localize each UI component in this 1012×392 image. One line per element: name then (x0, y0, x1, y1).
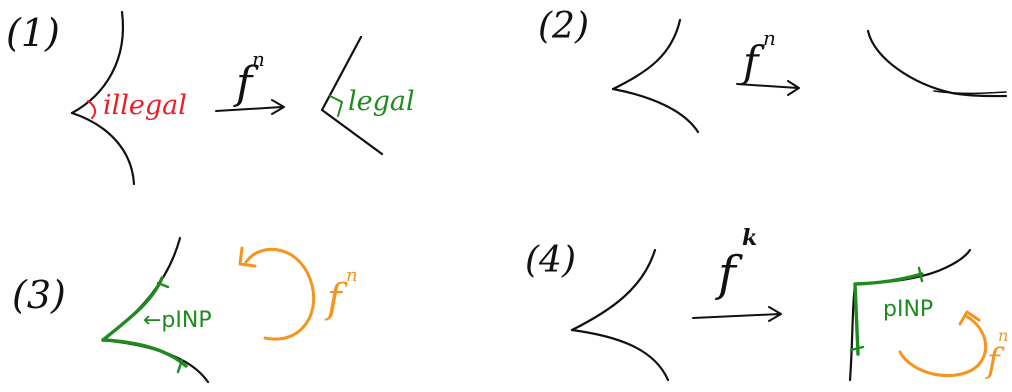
panel-3-green-tick-lower (176, 358, 184, 374)
panel-3-green-arc-upper (101, 276, 164, 342)
panel-2-cusp-lower-branch (611, 87, 700, 134)
panel-4-green-tick-top (917, 266, 924, 283)
panel-3-orange-loop-arrow (244, 247, 316, 341)
panel-3-green-tick-upper (156, 281, 170, 289)
panel-2-map-exponent: n (763, 26, 776, 50)
panel-2-map-arrow (736, 80, 800, 96)
panel-2: (2) f n (538, 6, 1008, 134)
panel-2-number: (2) (538, 6, 589, 47)
panel-2-map-symbol: f (740, 37, 765, 86)
panel-4-pinp-label: pINP (883, 297, 933, 322)
panel-4-map-symbol: f (715, 246, 743, 302)
panel-4-loop-symbol: f (984, 341, 1005, 381)
panel-4-corner-top-edge (853, 248, 972, 286)
panel-3-loop-symbol: f (324, 276, 348, 322)
panel-1-illegal-angle-mark (87, 100, 97, 119)
panel-1-number: (1) (6, 11, 60, 55)
panel-4-cusp-lower-branch (570, 328, 670, 382)
panel-1-legal-right-angle-mark (329, 95, 343, 117)
panel-3-green-arc-lower (101, 338, 188, 368)
panel-4-green-tick-left (849, 345, 865, 352)
panel-4-map-arrow (692, 306, 782, 322)
panel-4-cusp-upper-branch (570, 248, 657, 332)
panel-4-orange-arrowhead (958, 310, 981, 326)
panel-1: (1) illegal f n legal (6, 10, 415, 186)
panel-4-orange-loop-arrow (898, 314, 988, 378)
panel-1-cusp-lower-branch (70, 111, 136, 186)
panel-4-map-exponent: k (742, 225, 757, 251)
panel-4-loop-exponent: n (998, 326, 1008, 345)
panel-1-legal-corner (320, 35, 384, 156)
panel-4-number: (4) (525, 240, 576, 281)
panel-3-orange-arrowhead (238, 246, 257, 268)
panel-2-flattened-curve (866, 29, 1008, 98)
panel-3: (3) ←pINP f n (12, 236, 358, 384)
panel-2-cusp-upper-branch (611, 18, 682, 91)
panel-1-cusp-upper-branch (70, 10, 125, 115)
panel-3-cusp-lower-branch (101, 338, 210, 384)
panel-3-loop-exponent: n (346, 265, 358, 286)
panel-3-pinp-label: ←pINP (143, 308, 212, 333)
panel-3-number: (3) (12, 273, 66, 317)
panel-2-flattened-curve-double-stroke (933, 90, 1007, 95)
panel-1-map-exponent: n (252, 47, 265, 71)
panel-1-legal-label: legal (348, 86, 415, 117)
panel-1-map-arrow (215, 99, 285, 115)
panel-4: (4) f k pINP f n (525, 225, 1008, 382)
panel-1-illegal-label: illegal (103, 90, 187, 121)
panel-4-green-corner (853, 272, 924, 356)
